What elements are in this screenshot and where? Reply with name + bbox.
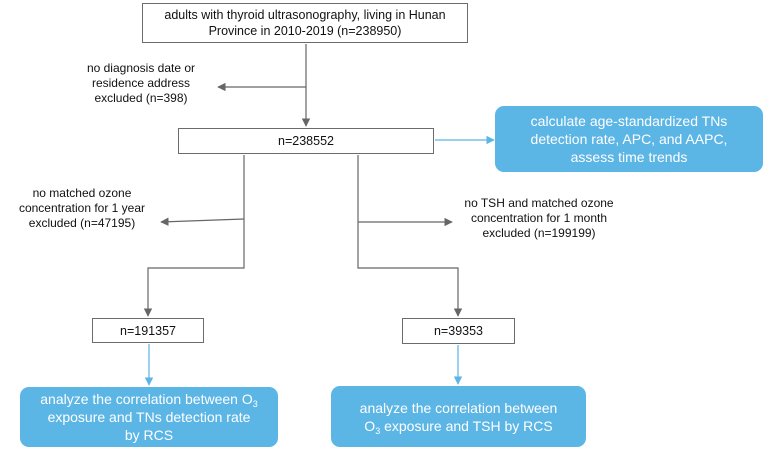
cohort-line-1: adults with thyroid ultrasonography, liv… — [164, 8, 446, 22]
exclusion-left-line-1: no matched ozone — [32, 186, 132, 200]
connector-left-branch — [143, 155, 245, 317]
exclusion-left-line-2: concentration for 1 year — [18, 201, 146, 215]
connector-exclusion-left — [160, 217, 245, 226]
exclusion-first: no diagnosis date or residence address e… — [66, 61, 216, 106]
exclusion-right-line-3: excluded (n=199199) — [482, 226, 596, 240]
connector-right-branch — [357, 155, 463, 317]
n-left-label: n=191357 — [120, 323, 176, 338]
rcs-tn-outcome-box: analyze the correlation between O3 expos… — [20, 387, 278, 447]
n-right-box: n=39353 — [402, 318, 515, 344]
rcs-tsh-outcome-box: analyze the correlation between O3 expos… — [331, 386, 586, 447]
trend-outcome-box: calculate age-standardized TNs detection… — [495, 106, 763, 172]
exclusion-first-line-3: excluded (n=398) — [94, 91, 188, 105]
exclusion-right: no TSH and matched ozone concentration f… — [455, 196, 623, 241]
exclusion-first-line-1: no diagnosis date or — [86, 61, 196, 75]
exclusion-right-line-2: concentration for 1 month — [470, 211, 608, 225]
n-after-label: n=238552 — [278, 134, 334, 148]
cohort-line-2: Province in 2010-2019 (n=238950) — [208, 24, 402, 38]
n-right-label: n=39353 — [433, 324, 483, 338]
rcs-tn-subscript: 3 — [252, 399, 258, 409]
trend-line-1: calculate age-standardized TNs — [530, 113, 728, 129]
rcs-tn-line-2: exposure and TNs detection rate — [47, 409, 251, 425]
rcs-tsh-subscript: 3 — [375, 425, 381, 436]
trend-line-3: assess time trends — [570, 149, 688, 165]
n-after-box: n=238552 — [178, 128, 434, 154]
exclusion-right-line-1: no TSH and matched ozone — [464, 196, 614, 210]
n-left-box: n=191357 — [92, 318, 204, 343]
rcs-tsh-line-1: analyze the correlation between — [359, 399, 558, 416]
rcs-tn-line-3: by RCS — [124, 427, 174, 443]
rcs-tn-line-1: analyze the correlation between O3 — [40, 390, 258, 409]
trend-line-2: detection rate, APC, and AAPC, — [530, 131, 728, 147]
rcs-tsh-line-2-pre: O — [364, 417, 376, 434]
rcs-tsh-line-2-post: exposure and TSH by RCS — [380, 417, 553, 434]
rcs-tn-line-1-text: analyze the correlation between O — [40, 391, 253, 407]
rcs-tsh-line-2: O3 exposure and TSH by RCS — [364, 417, 553, 436]
exclusion-left-line-3: excluded (n=47195) — [28, 216, 136, 230]
exclusion-left: no matched ozone concentration for 1 yea… — [2, 186, 162, 231]
cohort-box: adults with thyroid ultrasonography, liv… — [142, 3, 468, 43]
exclusion-first-line-2: residence address — [91, 76, 191, 90]
